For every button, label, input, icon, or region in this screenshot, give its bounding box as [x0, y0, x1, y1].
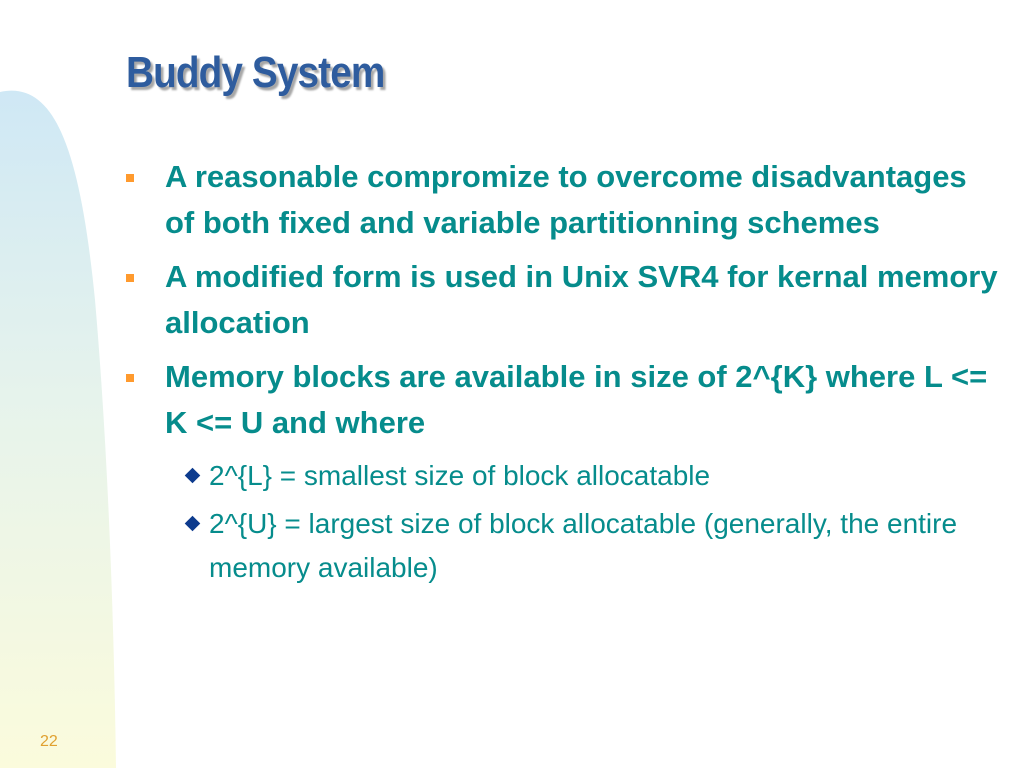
bullet-item: Memory blocks are available in size of 2… [120, 354, 1000, 446]
sub-bullet-text: 2^{U} = largest size of block allocatabl… [209, 508, 958, 583]
square-bullet-icon [126, 374, 134, 382]
bullet-item: A modified form is used in Unix SVR4 for… [120, 254, 1000, 346]
diamond-bullet-icon [184, 467, 201, 484]
slide-content: A reasonable compromize to overcome disa… [120, 154, 1000, 594]
diamond-bullet-icon [184, 515, 201, 532]
sub-bullet-item: 2^{L} = smallest size of block allocatab… [184, 454, 1000, 498]
page-number: 22 [40, 733, 58, 750]
sub-bullet-text: 2^{L} = smallest size of block allocatab… [209, 460, 711, 491]
square-bullet-icon [126, 174, 134, 182]
slide-title: Buddy System [126, 48, 385, 97]
decorative-side-band [0, 90, 116, 768]
square-bullet-icon [126, 274, 134, 282]
bullet-text: A reasonable compromize to overcome disa… [165, 159, 967, 240]
bullet-text: A modified form is used in Unix SVR4 for… [165, 259, 998, 340]
bullet-text: Memory blocks are available in size of 2… [165, 359, 988, 440]
bullet-item: A reasonable compromize to overcome disa… [120, 154, 1000, 246]
sub-bullet-item: 2^{U} = largest size of block allocatabl… [184, 502, 1000, 590]
